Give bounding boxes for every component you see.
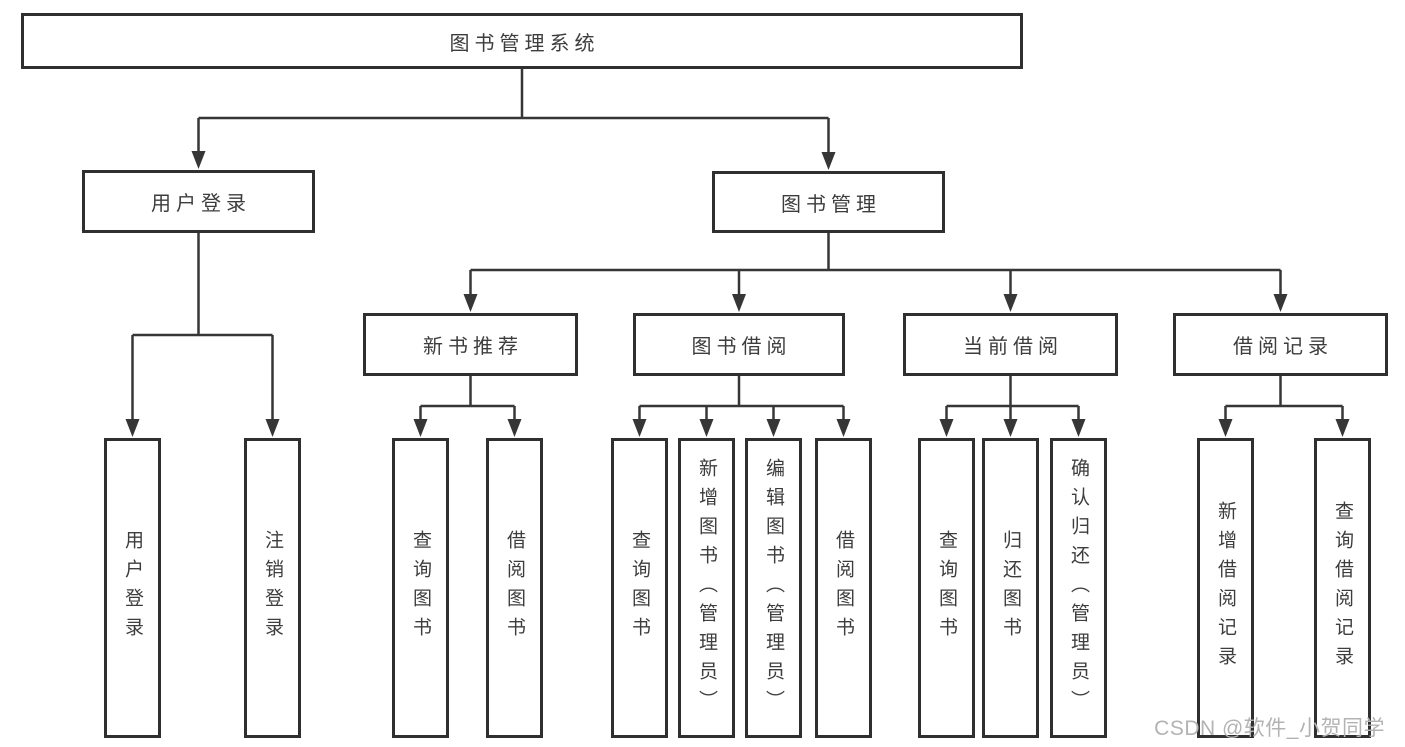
leaf-add-books-admin-label: 新增图书（管理员）	[696, 457, 717, 719]
csdn-watermark: CSDN @软件_小贺同学	[1154, 717, 1385, 740]
leaf-add-borrow-record: 新增借阅记录	[1197, 438, 1254, 738]
leaf-add-borrow-record-label: 新增借阅记录	[1215, 501, 1236, 675]
leaf-user-login-label: 用户登录	[122, 530, 143, 646]
node-root-system-label: 图书管理系统	[449, 32, 600, 55]
connector-user-login	[125, 233, 280, 437]
leaf-logout-label: 注销登录	[262, 530, 283, 646]
connector-borrow-records	[1218, 376, 1350, 437]
node-book-borrow-label: 图书借阅	[691, 336, 792, 358]
leaf-query-books-borrow-label: 查询图书	[629, 530, 650, 646]
leaf-confirm-return-admin: 确认归还（管理员）	[1050, 438, 1107, 738]
leaf-borrow-books-label: 借阅图书	[833, 530, 854, 646]
leaf-borrow-books-recommend-label: 借阅图书	[504, 530, 525, 646]
leaf-logout: 注销登录	[244, 438, 301, 738]
leaf-user-login: 用户登录	[104, 438, 161, 738]
leaf-return-books-label: 归还图书	[1000, 530, 1021, 646]
leaf-query-borrow-record: 查询借阅记录	[1314, 438, 1371, 738]
leaf-query-books-current: 查询图书	[918, 438, 975, 738]
leaf-query-books-current-label: 查询图书	[936, 530, 957, 646]
leaf-edit-books-admin-label: 编辑图书（管理员）	[763, 457, 784, 719]
node-book-management: 图书管理	[712, 171, 945, 233]
node-root-system: 图书管理系统	[21, 13, 1023, 69]
connector-new-book-recommend	[413, 376, 522, 437]
connector-current-borrow	[939, 376, 1086, 437]
node-new-book-recommend: 新书推荐	[363, 313, 578, 376]
leaf-borrow-books-recommend: 借阅图书	[486, 438, 543, 738]
connector-root	[191, 69, 836, 170]
connector-book-borrow	[632, 376, 851, 437]
leaf-query-books-recommend-label: 查询图书	[410, 530, 431, 646]
node-book-management-label: 图书管理	[781, 193, 881, 216]
node-current-borrow: 当前借阅	[903, 313, 1118, 376]
leaf-edit-books-admin: 编辑图书（管理员）	[745, 438, 802, 738]
node-new-book-recommend-label: 新书推荐	[423, 336, 523, 358]
leaf-query-borrow-record-label: 查询借阅记录	[1332, 501, 1353, 675]
leaf-confirm-return-admin-label: 确认归还（管理员）	[1068, 457, 1089, 719]
node-current-borrow-label: 当前借阅	[963, 336, 1063, 358]
leaf-borrow-books: 借阅图书	[815, 438, 872, 738]
leaf-return-books: 归还图书	[982, 438, 1039, 738]
node-user-login-label: 用户登录	[151, 193, 251, 215]
leaf-add-books-admin: 新增图书（管理员）	[678, 438, 735, 738]
node-borrow-records: 借阅记录	[1173, 313, 1388, 376]
node-book-borrow: 图书借阅	[633, 313, 845, 376]
leaf-query-books-recommend: 查询图书	[392, 438, 449, 738]
node-user-login: 用户登录	[82, 170, 315, 233]
leaf-query-books-borrow: 查询图书	[611, 438, 668, 738]
connector-book-management	[463, 233, 1288, 312]
node-borrow-records-label: 借阅记录	[1233, 336, 1333, 358]
